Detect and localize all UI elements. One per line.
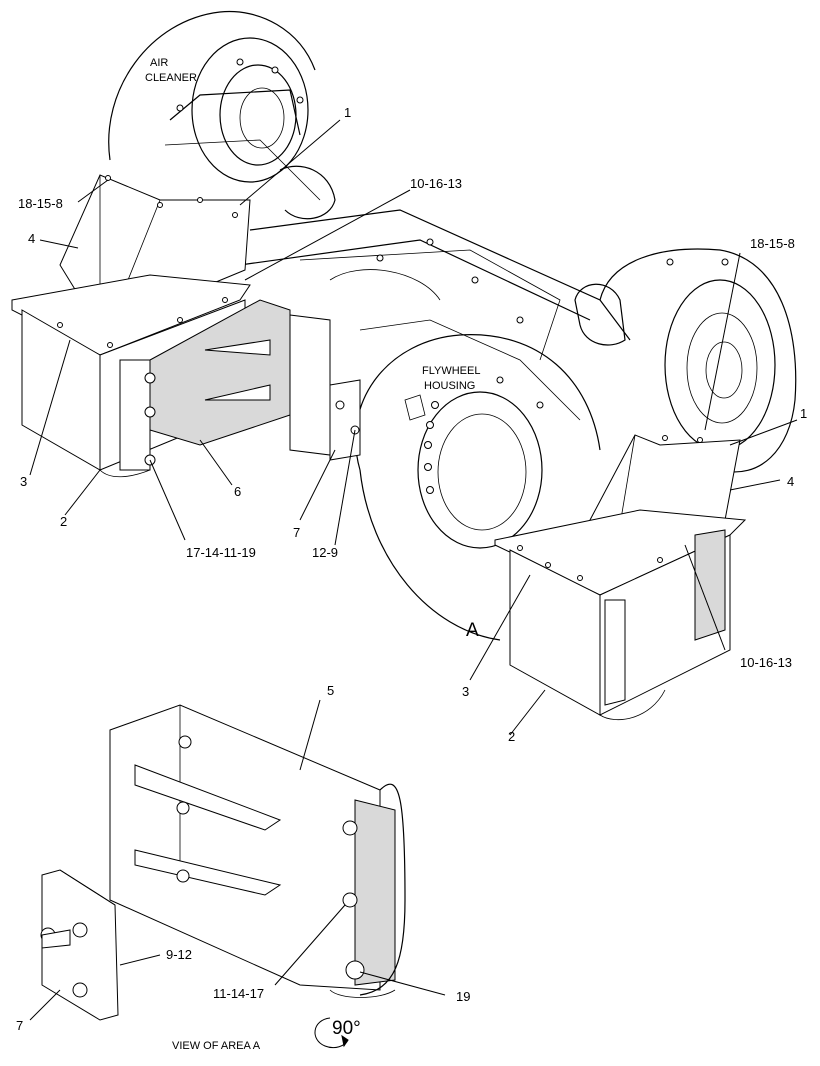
callout-18-15-8-left: 18-15-8 — [18, 196, 63, 211]
callout-4-right: 4 — [787, 474, 794, 489]
callout-10-16-13-right: 10-16-13 — [740, 655, 792, 670]
callout-labels: 1 10-16-13 18-15-8 4 3 2 6 17-14-11-19 7… — [16, 105, 807, 1033]
detail-view-area-a — [40, 704, 406, 1021]
air-cleaner-label-line1: AIR — [150, 57, 168, 69]
left-duct-assembly — [11, 174, 361, 478]
air-cleaner-right — [574, 248, 797, 473]
callout-3-right: 3 — [462, 684, 469, 699]
right-duct-assembly — [494, 434, 747, 721]
callout-4-left: 4 — [28, 231, 35, 246]
callout-5: 5 — [327, 683, 334, 698]
view-caption: VIEW OF AREA A — [172, 1040, 261, 1052]
area-labels: AIR CLEANER FLYWHEEL HOUSING — [145, 57, 480, 392]
callout-2-right: 2 — [508, 729, 515, 744]
air-cleaner-label-line2: CLEANER — [145, 72, 197, 84]
air-cleaner-left — [108, 10, 336, 220]
flywheel-housing — [355, 334, 601, 641]
callout-9-12: 9-12 — [166, 947, 192, 962]
callout-10-16-13-top: 10-16-13 — [410, 176, 462, 191]
rotate-arrowhead-icon — [341, 1034, 349, 1048]
leader-lines — [29, 119, 798, 1021]
callout-1-top: 1 — [344, 105, 351, 120]
callout-11-14-17: 11-14-17 — [213, 986, 264, 1001]
callout-6: 6 — [234, 484, 241, 499]
rotation-indicator: 90° — [314, 1017, 361, 1049]
view-marker-a: A — [466, 620, 479, 641]
flywheel-housing-label-line2: HOUSING — [424, 380, 475, 392]
rotation-label: 90° — [332, 1018, 361, 1039]
callout-7-bottom: 7 — [16, 1018, 23, 1033]
callout-1-right: 1 — [800, 406, 807, 421]
callout-3-left: 3 — [20, 474, 27, 489]
callout-17-14-11-19: 17-14-11-19 — [186, 545, 256, 560]
flywheel-housing-label-line1: FLYWHEEL — [422, 365, 480, 377]
callout-7-top: 7 — [293, 525, 300, 540]
callout-12-9: 12-9 — [312, 545, 338, 560]
callout-18-15-8-right: 18-15-8 — [750, 236, 795, 251]
callout-2-left: 2 — [60, 514, 67, 529]
callout-19: 19 — [456, 989, 470, 1004]
engine-frame — [239, 209, 631, 421]
